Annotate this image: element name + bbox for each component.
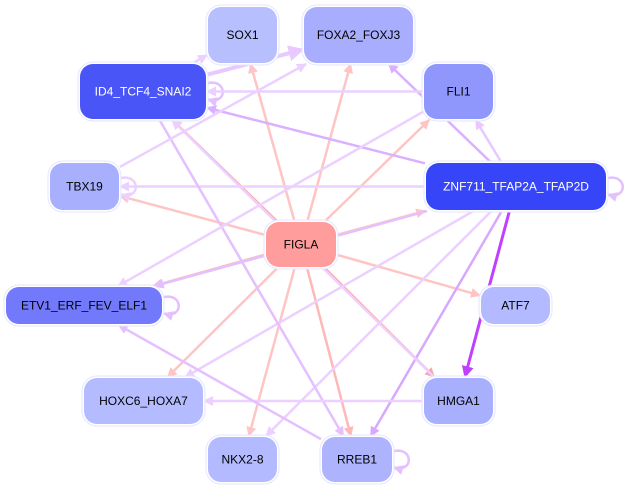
- node-label: FOXA2_FOXJ3: [317, 28, 401, 42]
- node-box: [80, 64, 206, 119]
- node-znf711_tfap2a_tfap2d[interactable]: ZNF711_TFAP2A_TFAP2D: [423, 160, 609, 213]
- node-label: HMGA1: [437, 394, 480, 408]
- node-box: [424, 64, 493, 119]
- node-sox1[interactable]: SOX1: [205, 4, 280, 66]
- node-label: NKX2-8: [221, 453, 263, 467]
- node-box: [208, 7, 277, 63]
- node-etv1_erf_fev_elf1[interactable]: ETV1_ERF_FEV_ELF1: [3, 284, 165, 327]
- node-atf7[interactable]: ATF7: [478, 284, 553, 327]
- edge-fli1-to-etv1_erf_fev_elf1: [117, 110, 424, 288]
- node-label: SOX1: [226, 28, 258, 42]
- edge-tbx19-to-foxa2_foxj3: [119, 62, 307, 168]
- edge-rreb1-to-etv1_erf_fev_elf1: [117, 323, 322, 441]
- node-box: [50, 163, 119, 210]
- node-label: ZNF711_TFAP2A_TFAP2D: [443, 180, 589, 194]
- node-fli1[interactable]: FLI1: [421, 61, 496, 122]
- edge-znf711_tfap2a_tfap2d-to-znf711_tfap2a_tfap2d: [605, 176, 624, 202]
- edge-znf711_tfap2a_tfap2d-to-fli1: [474, 119, 503, 163]
- node-label: FLI1: [446, 85, 470, 99]
- edge-id4_tcf4_snai2-to-rreb1: [158, 119, 345, 437]
- edge-tbx19-to-tbx19: [118, 176, 137, 202]
- node-box: [481, 287, 550, 324]
- edge-rreb1-to-rreb1: [391, 449, 410, 475]
- node-label: ATF7: [501, 299, 530, 313]
- edge-etv1_erf_fev_elf1-to-etv1_erf_fev_elf1: [161, 295, 180, 321]
- edge-figla-to-rreb1: [305, 267, 354, 437]
- node-nkx2-8[interactable]: NKX2-8: [205, 434, 280, 485]
- edge-figla-to-foxa2_foxj3: [306, 63, 353, 222]
- node-box: [84, 378, 203, 424]
- node-box: [6, 287, 162, 324]
- node-box: [424, 378, 493, 424]
- node-box: [322, 437, 392, 482]
- edge-figla-to-fli1: [324, 119, 431, 222]
- node-hoxc6_hoxa7[interactable]: HOXC6_HOXA7: [81, 375, 206, 427]
- node-label: ID4_TCF4_SNAI2: [95, 85, 192, 99]
- node-figla[interactable]: FIGLA: [263, 219, 339, 270]
- node-rreb1[interactable]: RREB1: [319, 434, 395, 485]
- node-hmga1[interactable]: HMGA1: [421, 375, 496, 427]
- node-label: ETV1_ERF_FEV_ELF1: [21, 299, 147, 313]
- node-id4_tcf4_snai2[interactable]: ID4_TCF4_SNAI2: [77, 61, 209, 122]
- edge-znf711_tfap2a_tfap2d-to-rreb1: [369, 210, 503, 437]
- node-box: [266, 222, 336, 267]
- edge-znf711_tfap2a_tfap2d-to-hoxc6_hoxa7: [184, 209, 475, 379]
- node-label: HOXC6_HOXA7: [99, 394, 188, 408]
- edge-figla-to-tbx19: [119, 193, 266, 237]
- edge-figla-to-atf7: [336, 253, 481, 298]
- node-label: FIGLA: [284, 238, 319, 252]
- edge-znf711_tfap2a_tfap2d-to-id4_tcf4_snai2: [206, 105, 426, 165]
- node-foxa2_foxj3[interactable]: FOXA2_FOXJ3: [301, 4, 416, 66]
- node-box: [426, 163, 606, 210]
- node-tbx19[interactable]: TBX19: [47, 160, 122, 213]
- node-label: RREB1: [337, 453, 377, 467]
- node-box: [304, 7, 413, 63]
- edge-figla-to-nkx2-8: [246, 267, 296, 437]
- node-box: [208, 437, 277, 482]
- edge-figla-to-hoxc6_hoxa7: [166, 267, 279, 378]
- node-label: TBX19: [66, 180, 103, 194]
